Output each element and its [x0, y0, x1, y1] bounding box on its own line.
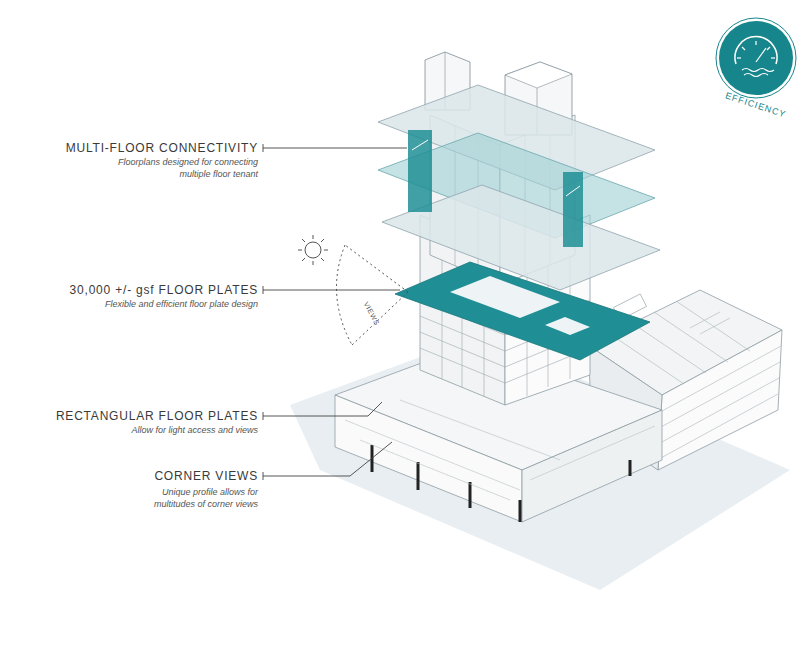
callout-heading: RECTANGULAR FLOOR PLATES — [56, 409, 258, 423]
callout-note: Allow for light access and views — [58, 424, 258, 436]
callout-heading: CORNER VIEWS — [154, 469, 258, 483]
callout-note: Floorplans designed for connecting multi… — [108, 156, 258, 180]
callout-note: Unique profile allows for multitudes of … — [133, 486, 258, 510]
badge-circle — [712, 14, 800, 102]
efficiency-badge: EFFICIENCY — [712, 14, 800, 134]
callout-heading: MULTI-FLOOR CONNECTIVITY — [66, 141, 258, 155]
views-label: VIEWS — [363, 300, 381, 326]
callout-heading: 30,000 +/- gsf FLOOR PLATES — [70, 283, 258, 297]
callout-note: Flexible and efficient floor plate desig… — [58, 298, 258, 310]
